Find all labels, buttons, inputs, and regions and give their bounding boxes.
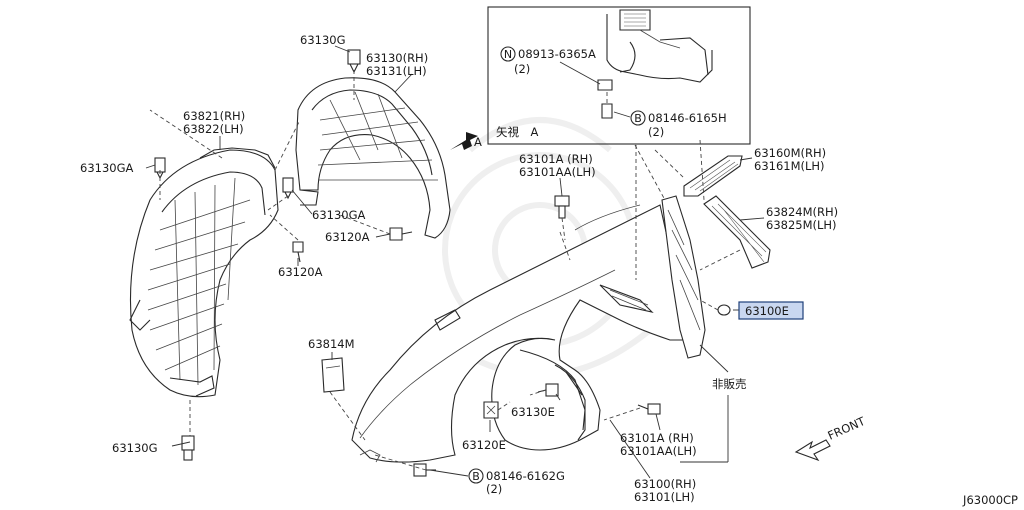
label-bolt-circle: B [472,470,480,483]
circle-n-icon [500,46,516,62]
inset-circle-n: N [504,48,512,61]
label-63130g-bottom[interactable]: 63130G [112,441,158,455]
diagram-code: J63000CP [962,493,1018,507]
seal-63824m [703,195,771,269]
inset-part-b: B 08146-6165H (2) [630,110,727,139]
label-63101a-rh-low[interactable]: 63101A (RH) [620,431,694,445]
clip-63130g-bottom-icon [181,435,195,461]
inset-qty-n: (2) [514,62,530,76]
inset-part-number-b: 08146-6165H [648,111,727,125]
label-63101a-rh-top[interactable]: 63101A (RH) [519,152,593,166]
inset-view-a: N 08913-6365A (2) B 08146-6165H (2) 矢視 A [487,6,751,145]
front-arrow-icon [794,439,831,462]
wheel-arch-trim [554,364,586,441]
label-63100-rh[interactable]: 63100(RH) [634,477,696,491]
label-63130ga-mid[interactable]: 63130GA [312,208,365,222]
inset-circle-b: B [634,112,642,125]
circle-b-bottom-icon [468,468,484,484]
clip-63130ga-left-icon [154,157,166,180]
fender-seal-vertical [661,195,706,359]
label-63821-rh[interactable]: 63821(RH) [183,109,245,123]
label-63101-lh[interactable]: 63101(LH) [634,490,695,504]
label-63130ga-left[interactable]: 63130GA [80,161,133,175]
wheelhouse-liner-left [129,147,279,398]
label-63120e[interactable]: 63120E [462,438,506,452]
label-bolt-qty: (2) [486,482,502,496]
inset-part-number-n: 08913-6365A [518,47,596,61]
part-labels: 63130G 63130(RH) 63131(LH) 63821(RH) 638… [80,33,838,504]
label-63100e[interactable]: 63100E [745,304,789,318]
inset-part-n: N 08913-6365A (2) [500,46,596,76]
clip-icon [717,304,731,316]
screw-63120a-mid-icon [389,227,413,241]
inset-frame [487,6,751,145]
seal-63814m-icon [321,357,345,393]
label-63160m-rh[interactable]: 63160M(RH) [754,146,826,160]
label-63120a-mid[interactable]: 63120A [325,230,370,244]
highlight-box-63100e[interactable] [738,301,804,320]
clip-63100e [717,304,731,316]
label-63120a-low[interactable]: 63120A [278,265,323,279]
label-not-for-sale: 非販売 [712,377,747,391]
label-63130-rh[interactable]: 63130(RH) [366,51,428,65]
circle-b-icon [630,110,646,126]
label-63101aa-lh-low[interactable]: 63101AA(LH) [620,444,697,458]
view-arrow-a: A [450,132,482,150]
assembly-lines [149,70,741,471]
label-63822-lh[interactable]: 63822(LH) [183,122,244,136]
label-bolt-08146-6162g[interactable]: 08146-6162G [486,469,565,483]
wheelhouse-liner-upper [295,77,451,239]
label-63814m[interactable]: 63814M [308,337,355,351]
clip-63130ga-mid-icon [282,177,294,200]
seal-63160m [683,155,743,197]
leader-lines [145,73,765,479]
label-63161m-lh[interactable]: 63161M(LH) [754,159,825,173]
label-63101aa-lh-top[interactable]: 63101AA(LH) [519,165,596,179]
front-fender [351,204,691,463]
inset-bracket-drawing [559,9,713,119]
label-63130e[interactable]: 63130E [511,405,555,419]
inset-view-label: 矢視 A [496,125,538,139]
label-63130g-top[interactable]: 63130G [300,33,346,47]
screw-63120a-low-icon [292,241,304,263]
front-label: FRONT [826,414,868,443]
view-arrow-label: A [474,135,482,149]
clip-63120e-icon [483,401,499,419]
bolt-63101a-low-icon [637,403,661,415]
fasteners [154,45,661,477]
view-arrow-icon [450,132,478,150]
inset-qty-b: (2) [648,125,664,139]
label-63824m-rh[interactable]: 63824M(RH) [766,205,838,219]
front-direction-indicator: FRONT [794,414,868,462]
clip-63130g-top-icon [334,45,361,74]
label-63825m-lh[interactable]: 63825M(LH) [766,218,837,232]
label-63131-lh[interactable]: 63131(LH) [366,64,427,78]
